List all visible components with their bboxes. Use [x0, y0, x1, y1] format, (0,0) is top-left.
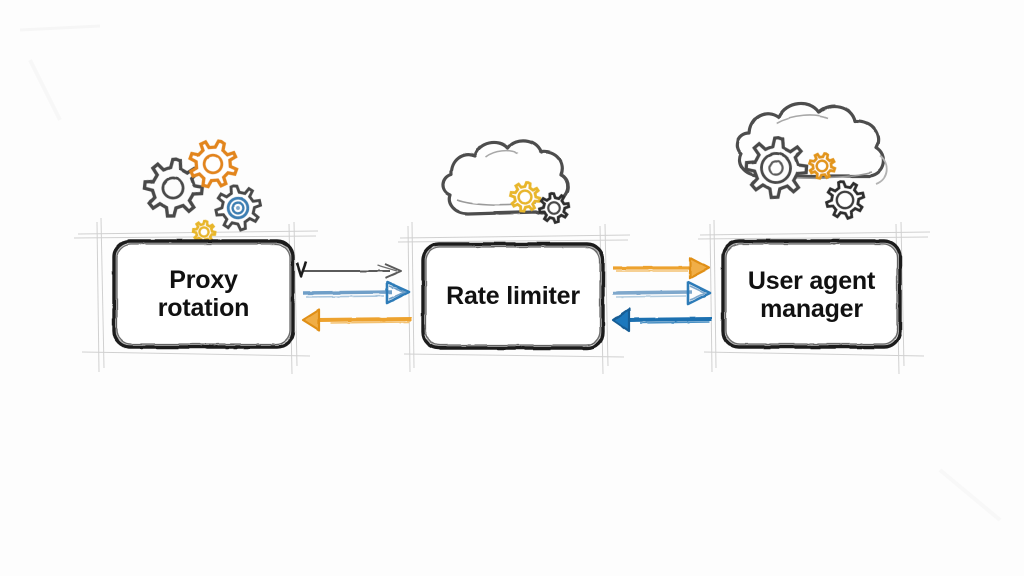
node-box-agent	[721, 239, 902, 349]
node-proxy-rotation[interactable]	[73, 131, 319, 375]
node-user-agent-manager[interactable]	[697, 102, 931, 375]
node-rate-limiter[interactable]	[397, 139, 631, 375]
connector-agent-to-rate-blue	[611, 307, 713, 333]
node-box-rate	[421, 242, 605, 350]
cloud-cluster-agent	[735, 102, 888, 224]
paper-texture	[19, 24, 1002, 522]
cloud-cluster-rate	[441, 139, 573, 227]
gear-cluster-proxy	[140, 131, 267, 246]
connector-proxy-to-rate-blue	[302, 280, 411, 305]
connector-rate-to-agent-orange	[613, 256, 711, 280]
connector-rate-to-proxy-orange	[301, 308, 413, 332]
node-box-proxy	[112, 239, 295, 349]
connector-rate-to-agent-blue	[612, 280, 712, 306]
connector-proxy-to-rate-gray	[295, 261, 402, 279]
